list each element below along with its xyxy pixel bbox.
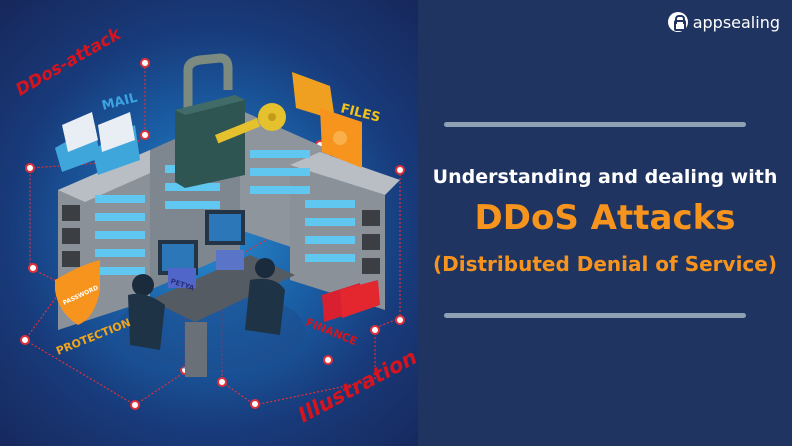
folder-icons	[292, 72, 362, 168]
label-mail: MAIL	[100, 91, 139, 114]
headline-line1: Understanding and dealing with	[432, 166, 778, 188]
label-finance: FINANCE	[304, 316, 359, 348]
ddos-illustration: DDos-attack MAIL FILES PROTECTION PASSWO…	[0, 0, 418, 446]
headline-panel: appsealing Understanding and dealing wit…	[418, 0, 792, 446]
key-icon	[215, 103, 286, 144]
brand-name: appsealing	[692, 12, 780, 32]
padlock-icon	[175, 53, 245, 188]
headline-subtitle: (Distributed Denial of Service)	[432, 252, 777, 276]
mail-icons	[55, 112, 140, 175]
password-shield-icon	[55, 260, 100, 325]
divider-bottom	[444, 313, 746, 318]
brand-logo[interactable]: appsealing	[667, 12, 780, 32]
credit-card-icons	[322, 280, 380, 322]
divider-top	[444, 122, 746, 127]
label-ddos-attack: DDos-attack	[13, 23, 126, 100]
label-illustration: Illustration	[294, 345, 418, 428]
lock-icon	[667, 12, 688, 32]
headline-title: DDoS Attacks	[474, 198, 736, 238]
hacker-desk	[128, 210, 295, 377]
